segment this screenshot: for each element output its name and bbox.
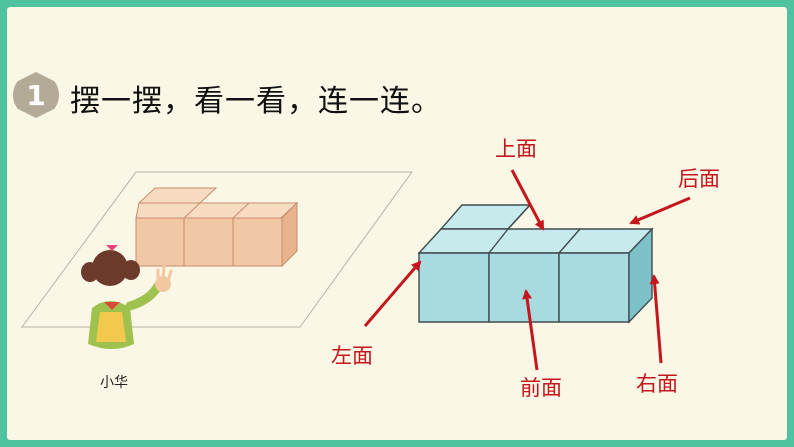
label-back: 后面 bbox=[678, 167, 720, 191]
label-right: 右面 bbox=[636, 372, 678, 396]
child-name-label: 小华 bbox=[100, 375, 128, 391]
arrow-top bbox=[510, 169, 545, 231]
arrow-right bbox=[649, 274, 663, 364]
instruction-text: 摆一摆，看一看，连一连。 bbox=[70, 84, 442, 119]
label-top: 上面 bbox=[495, 137, 537, 161]
arrow-back bbox=[629, 196, 691, 225]
arrow-front bbox=[522, 289, 539, 371]
label-left: 左面 bbox=[331, 344, 373, 368]
wooden-blocks bbox=[135, 187, 299, 268]
table-surface bbox=[21, 171, 413, 328]
child-figure bbox=[81, 245, 173, 349]
label-arrows bbox=[363, 169, 691, 371]
arrow-left bbox=[363, 260, 422, 327]
blue-blocks bbox=[417, 204, 654, 324]
label-front: 前面 bbox=[520, 376, 562, 400]
